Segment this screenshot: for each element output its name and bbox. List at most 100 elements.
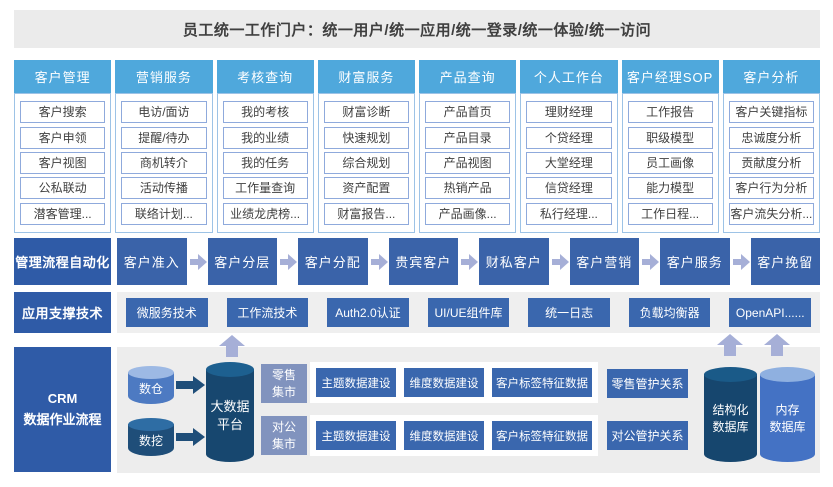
flow-step: 贵宾客户 xyxy=(388,238,458,285)
data-warehouse-cylinder: 数仓 xyxy=(128,366,174,404)
column-header: 营销服务 xyxy=(115,60,213,93)
process-flow: 客户准入 客户分层 客户分配 贵宾客户 财私客户 客户营销 客户服务 客户挽留 xyxy=(117,238,820,285)
crm-section-label: CRM 数据作业流程 xyxy=(14,347,111,472)
column-customer-analysis: 客户分析 客户关键指标 忠诚度分析 贡献度分析 客户行为分析 客户流失分析... xyxy=(722,60,820,233)
column-body: 理财经理 个贷经理 大堂经理 信贷经理 私行经理... xyxy=(520,93,618,233)
flow-step: 客户分层 xyxy=(207,238,277,285)
column-body: 电访/面访 提醒/待办 商机转介 活动传播 联络计划... xyxy=(115,93,213,233)
right-arrow-icon xyxy=(730,253,751,270)
column-personal-workbench: 个人工作台 理财经理 个贷经理 大堂经理 信贷经理 私行经理... xyxy=(520,60,618,233)
data-warehouse-label: 数仓 xyxy=(138,381,163,396)
tech-box: 负载均衡器 xyxy=(628,298,711,327)
column-body: 客户搜索 客户申领 客户视图 公私联动 潜客管理... xyxy=(14,93,112,233)
build-box: 维度数据建设 xyxy=(404,368,484,397)
menu-item: 工作日程... xyxy=(627,202,713,225)
portal-banner: 员工统一工作门户：统一用户/统一应用/统一登录/统一体验/统一访问 xyxy=(14,10,820,48)
flow-step: 客户准入 xyxy=(117,238,187,285)
menu-item: 我的业绩 xyxy=(222,126,308,149)
column-body: 我的考核 我的业绩 我的任务 工作量查询 业绩龙虎榜... xyxy=(216,93,314,233)
data-mining-cylinder: 数挖 xyxy=(128,418,174,456)
column-header: 财富服务 xyxy=(317,60,415,93)
flow-step: 客户挽留 xyxy=(750,238,820,285)
column-header: 考核查询 xyxy=(216,60,314,93)
menu-item: 我的考核 xyxy=(222,101,308,124)
menu-item: 快速规划 xyxy=(323,126,409,149)
menu-item: 公私联动 xyxy=(20,177,106,200)
column-assessment-query: 考核查询 我的考核 我的业绩 我的任务 工作量查询 业绩龙虎榜... xyxy=(216,60,314,233)
column-header: 客户分析 xyxy=(722,60,820,93)
menu-item: 综合规划 xyxy=(323,151,409,174)
column-body: 财富诊断 快速规划 综合规划 资产配置 财富报告... xyxy=(317,93,415,233)
structured-database-cylinder: 结构化 数据库 xyxy=(704,367,757,462)
menu-item: 潜客管理... xyxy=(20,202,106,225)
menu-item: 忠诚度分析 xyxy=(728,126,814,149)
right-arrow-icon xyxy=(176,428,206,446)
right-arrow-icon xyxy=(277,253,298,270)
menu-item: 私行经理... xyxy=(526,202,612,225)
right-arrow-icon xyxy=(639,253,660,270)
menu-item: 电访/面访 xyxy=(121,101,207,124)
menu-item: 资产配置 xyxy=(323,177,409,200)
menu-item: 能力模型 xyxy=(627,177,713,200)
tech-support-row: 应用支撑技术 微服务技术 工作流技术 Auth2.0认证 UI/UE组件库 统一… xyxy=(14,292,820,333)
menu-item: 产品目录 xyxy=(425,126,511,149)
menu-item: 热销产品 xyxy=(425,177,511,200)
column-header: 客户管理 xyxy=(14,60,112,93)
column-marketing-services: 营销服务 电访/面访 提醒/待办 商机转介 活动传播 联络计划... xyxy=(115,60,213,233)
column-header: 个人工作台 xyxy=(520,60,618,93)
tech-box: 统一日志 xyxy=(528,298,610,327)
memory-database-label: 内存 数据库 xyxy=(769,403,806,434)
structured-database-label: 结构化 数据库 xyxy=(712,403,749,434)
column-customer-management: 客户管理 客户搜索 客户申领 客户视图 公私联动 潜客管理... xyxy=(14,60,112,233)
right-arrow-icon xyxy=(176,376,206,394)
right-arrow-icon xyxy=(549,253,570,270)
crm-data-section: CRM 数据作业流程 数仓 数挖 大数据 平台 零售 集市 对公 集市 主题数据… xyxy=(0,334,833,473)
column-body: 客户关键指标 忠诚度分析 贡献度分析 客户行为分析 客户流失分析... xyxy=(722,93,820,233)
right-arrow-icon xyxy=(187,253,208,270)
tech-row-label: 应用支撑技术 xyxy=(14,292,111,333)
up-arrow-icon xyxy=(717,334,743,357)
menu-item: 产品首页 xyxy=(425,101,511,124)
column-account-manager-sop: 客户经理SOP 工作报告 职级模型 员工画像 能力模型 工作日程... xyxy=(621,60,719,233)
corporate-build-strip: 主题数据建设 维度数据建设 客户标签特征数据 xyxy=(310,415,598,456)
flow-step: 客户分配 xyxy=(298,238,368,285)
process-row-label: 管理流程自动化 xyxy=(14,238,111,285)
menu-item: 业绩龙虎榜... xyxy=(222,202,308,225)
menu-item: 个贷经理 xyxy=(526,126,612,149)
menu-item: 贡献度分析 xyxy=(728,151,814,174)
menu-item: 大堂经理 xyxy=(526,151,612,174)
menu-item: 工作报告 xyxy=(627,101,713,124)
menu-item: 我的任务 xyxy=(222,151,308,174)
right-arrow-icon xyxy=(458,253,479,270)
menu-item: 商机转介 xyxy=(121,151,207,174)
column-body: 产品首页 产品目录 产品视图 热销产品 产品画像... xyxy=(419,93,517,233)
menu-item: 财富报告... xyxy=(323,202,409,225)
menu-item: 客户关键指标 xyxy=(728,101,814,124)
corporate-relation-box: 对公管护关系 xyxy=(607,421,688,450)
tech-box: Auth2.0认证 xyxy=(327,298,409,327)
column-wealth-services: 财富服务 财富诊断 快速规划 综合规划 资产配置 财富报告... xyxy=(317,60,415,233)
menu-item: 财富诊断 xyxy=(323,101,409,124)
menu-item: 产品画像... xyxy=(425,202,511,225)
menu-item: 工作量查询 xyxy=(222,177,308,200)
memory-database-cylinder: 内存 数据库 xyxy=(760,367,815,462)
build-box: 维度数据建设 xyxy=(404,421,484,450)
menu-item: 客户流失分析... xyxy=(728,202,814,225)
menu-item: 理财经理 xyxy=(526,101,612,124)
menu-item: 客户行为分析 xyxy=(728,177,814,200)
right-arrow-icon xyxy=(368,253,389,270)
menu-item: 提醒/待办 xyxy=(121,126,207,149)
tech-box: OpenAPI...... xyxy=(729,298,812,327)
up-arrow-icon xyxy=(219,335,245,358)
tech-strip: 微服务技术 工作流技术 Auth2.0认证 UI/UE组件库 统一日志 负载均衡… xyxy=(117,292,820,333)
data-mining-label: 数挖 xyxy=(138,433,163,448)
menu-item: 客户申领 xyxy=(20,126,106,149)
menu-item: 客户视图 xyxy=(20,151,106,174)
build-box: 主题数据建设 xyxy=(316,421,396,450)
flow-step: 客户服务 xyxy=(660,238,730,285)
portal-columns: 客户管理 客户搜索 客户申领 客户视图 公私联动 潜客管理... 营销服务 电访… xyxy=(14,60,820,233)
menu-item: 活动传播 xyxy=(121,177,207,200)
tech-box: 微服务技术 xyxy=(126,298,208,327)
column-header: 客户经理SOP xyxy=(621,60,719,93)
